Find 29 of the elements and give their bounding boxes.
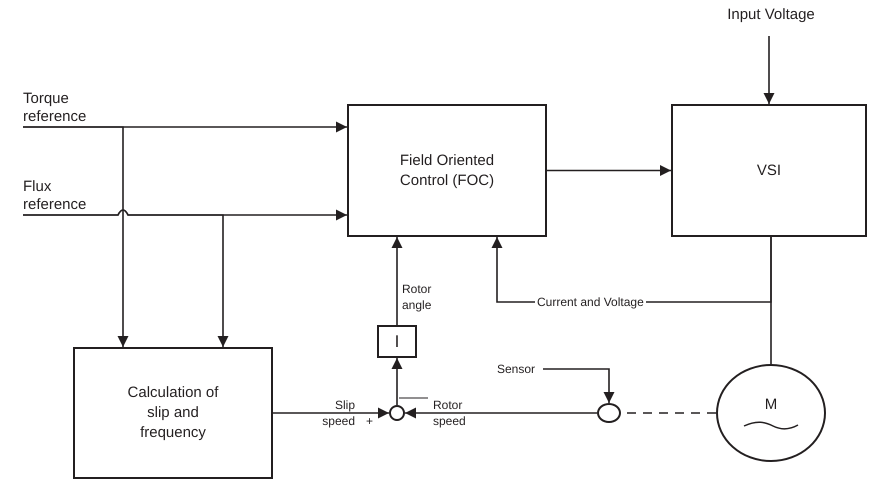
box-label: Field Oriented Control (FOC) xyxy=(398,150,496,190)
box-label: M xyxy=(764,395,778,415)
edge-label: Rotor angle xyxy=(402,281,432,313)
box-label: VSI xyxy=(756,160,782,180)
process-box xyxy=(671,104,867,237)
arrow xyxy=(405,408,597,418)
signal-label: Torque reference xyxy=(23,90,88,126)
summing-junction xyxy=(389,405,405,421)
edge-label: Slip speed xyxy=(321,397,355,429)
box-label: Calculation of slip and frequency xyxy=(126,383,220,443)
integrator-box xyxy=(377,325,417,358)
signal-label: Input Voltage xyxy=(727,6,815,24)
edge-label: Current and Voltage xyxy=(535,294,646,310)
box-label: I xyxy=(394,332,400,352)
arrow xyxy=(273,408,389,418)
signal-label: Flux reference xyxy=(23,178,88,214)
process-box xyxy=(73,347,273,479)
edge-label: Rotor speed xyxy=(433,397,467,429)
sensor-label: Sensor xyxy=(497,361,536,377)
arrow xyxy=(23,126,128,347)
process-box xyxy=(347,104,547,237)
arrow xyxy=(764,36,774,104)
sensor-symbol xyxy=(597,403,621,423)
arrow xyxy=(23,209,228,347)
arrow xyxy=(543,368,614,403)
arrow xyxy=(547,165,671,176)
sign-label: + xyxy=(366,413,374,429)
arrow xyxy=(392,237,402,325)
arrow xyxy=(392,358,402,405)
